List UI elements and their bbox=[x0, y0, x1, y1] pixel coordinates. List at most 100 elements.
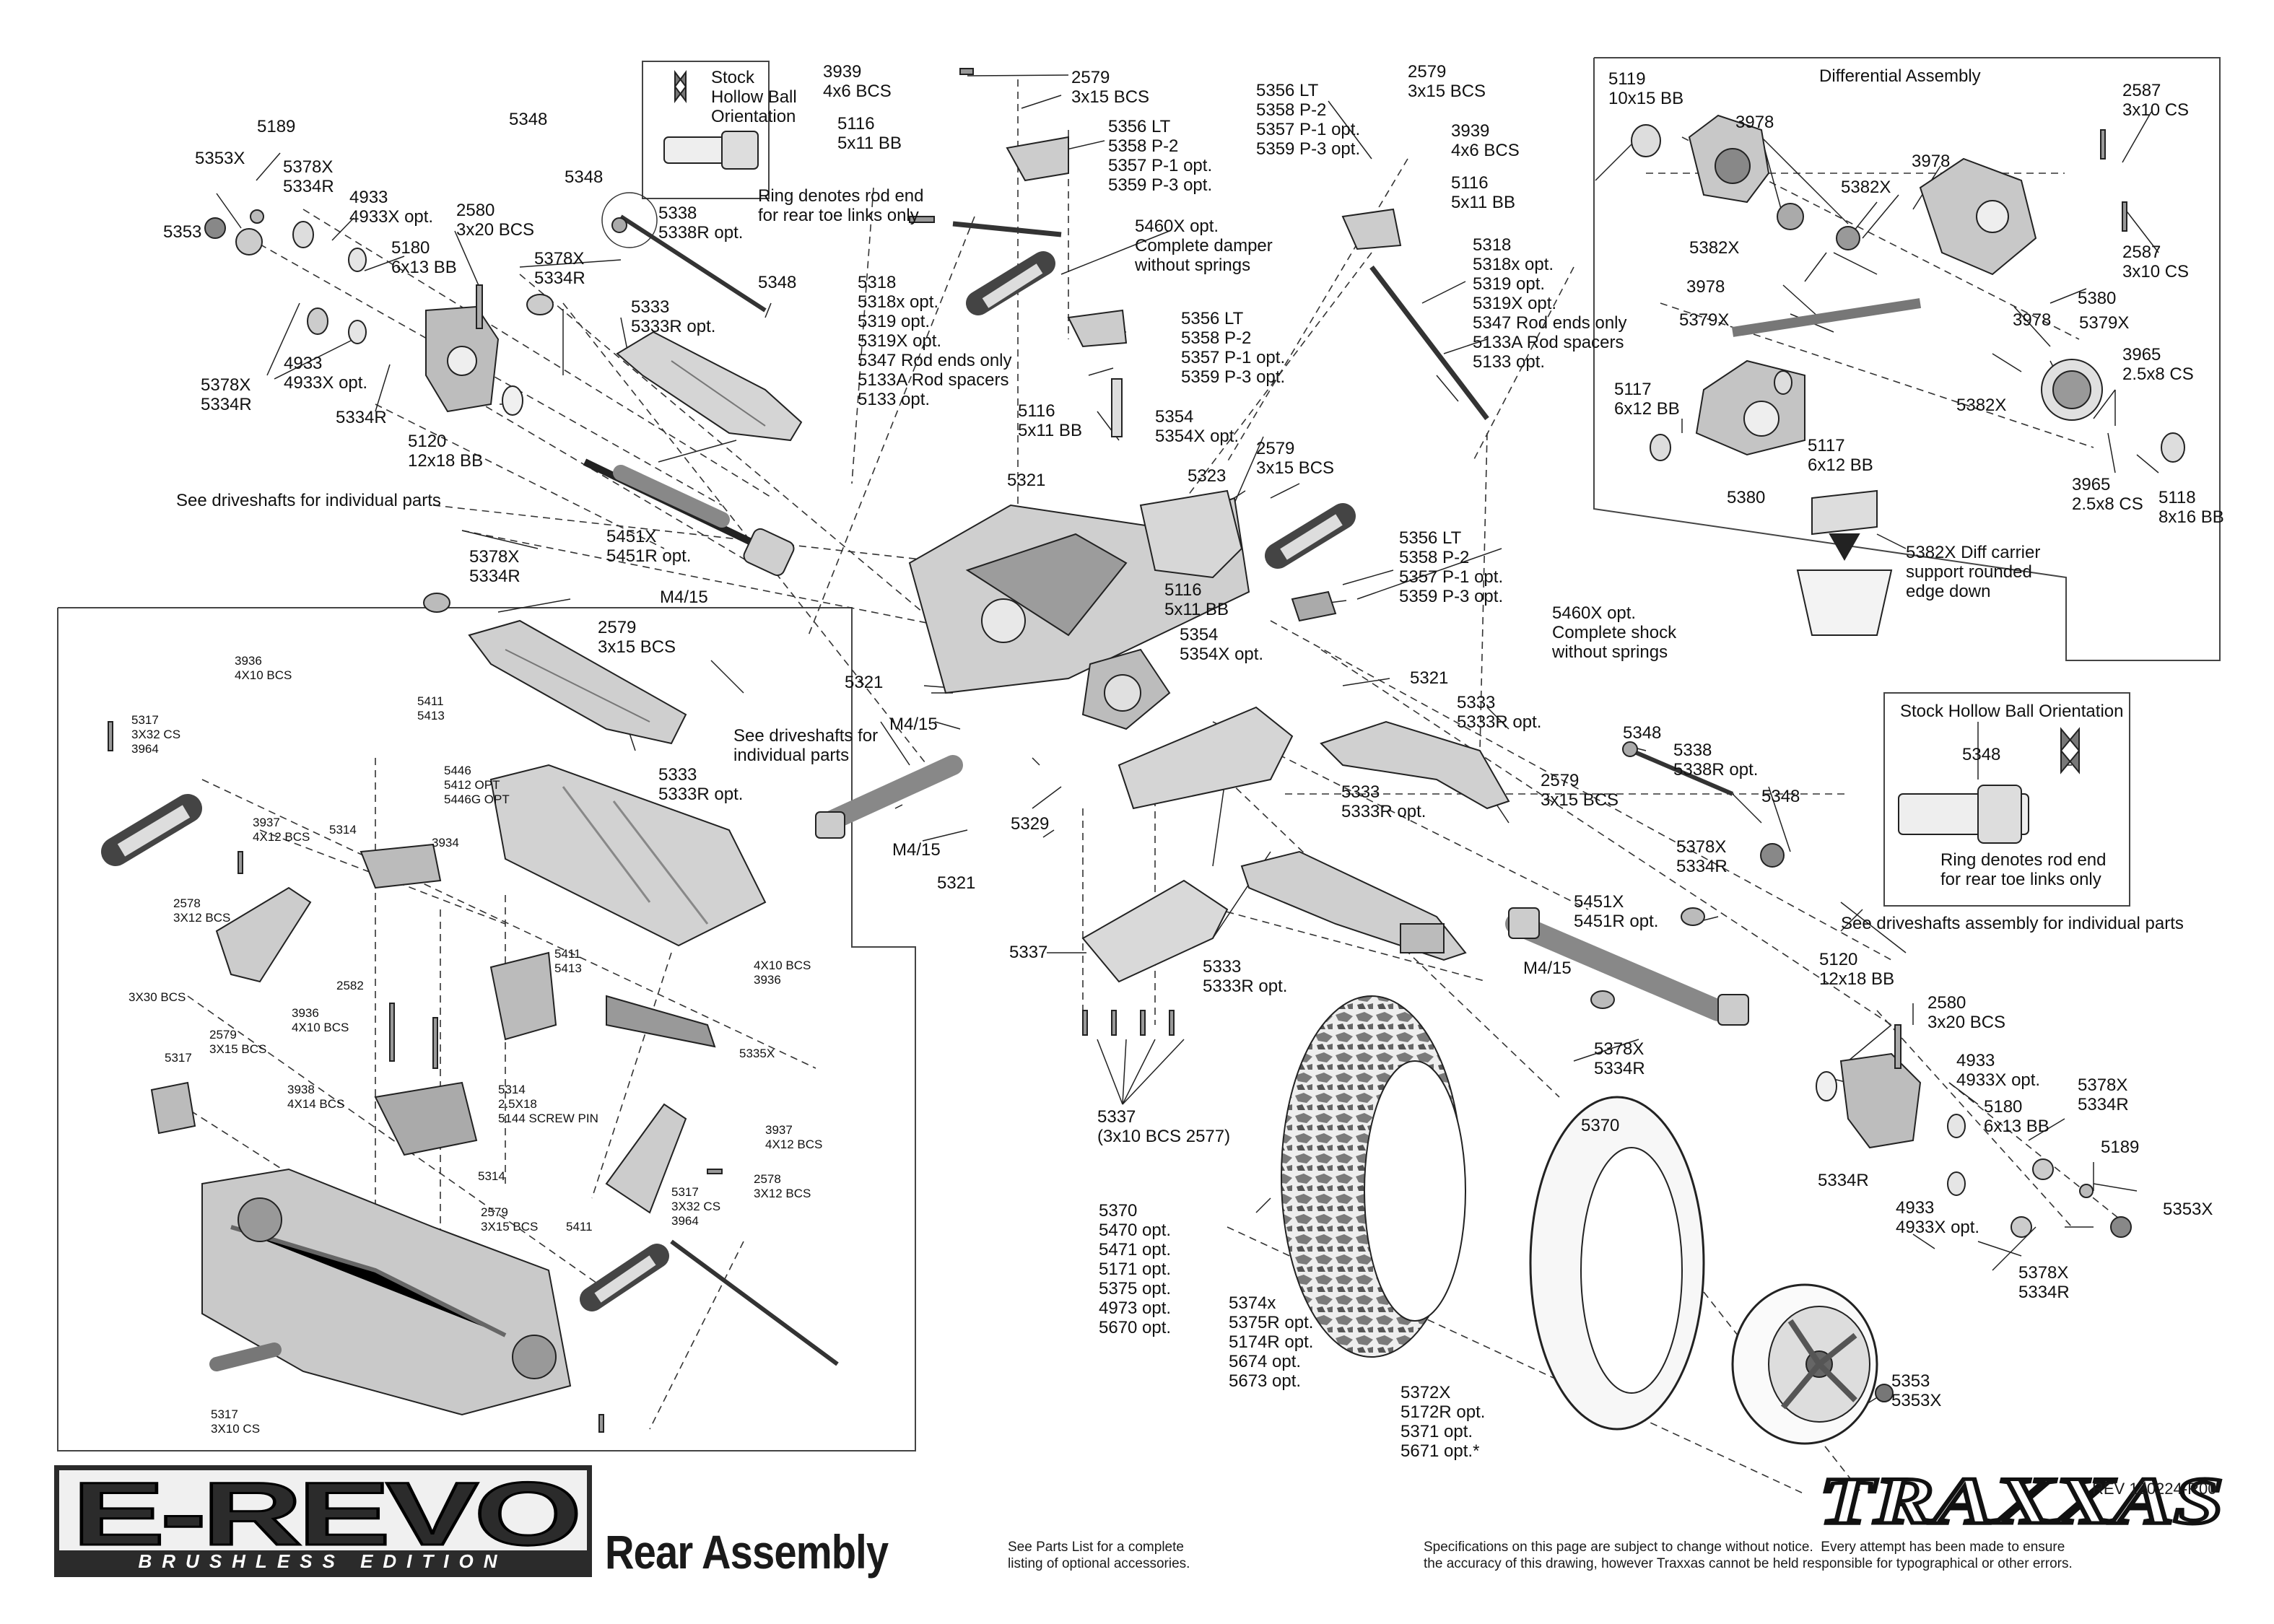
upper-arm-right bbox=[1320, 720, 1510, 810]
hub-5334R bbox=[235, 228, 263, 256]
differential-assembly-box bbox=[1593, 57, 2221, 661]
label: 5372X 5172R opt. 5371 opt. 5671 opt.* bbox=[1400, 1383, 1486, 1461]
label: 5378X 5334R bbox=[469, 547, 520, 586]
label: 5378X 5334R bbox=[2018, 1263, 2070, 1302]
label: 4933 4933X opt. bbox=[284, 354, 368, 393]
label: 5321 bbox=[937, 873, 976, 893]
label: 3939 4x6 BCS bbox=[1451, 121, 1520, 160]
label: M4/15 bbox=[892, 840, 941, 860]
label: 5334R bbox=[1818, 1171, 1869, 1190]
toe-link-right bbox=[1630, 748, 1734, 796]
label: 2587 3x10 CS bbox=[2122, 243, 2190, 281]
ball-leader-circle bbox=[601, 192, 658, 248]
label: 5338 5338R opt. bbox=[658, 204, 744, 243]
label: 5348 bbox=[1761, 787, 1800, 806]
label: 5317 3X32 CS 3964 bbox=[131, 713, 181, 756]
upper-arm-5333 bbox=[616, 331, 803, 442]
cv-joint-5451X bbox=[743, 528, 795, 577]
label: 2579 3x15 BCS bbox=[1408, 62, 1486, 101]
label: 5353 5353X bbox=[1891, 1371, 1942, 1410]
differential-assembly-title: Differential Assembly bbox=[1819, 66, 1981, 86]
label: 5116 5x11 BB bbox=[1018, 401, 1082, 440]
label: 5314 bbox=[329, 823, 357, 837]
shock-tower-5323 bbox=[1139, 489, 1243, 579]
carrier-right bbox=[1839, 1052, 1922, 1149]
rocker-5356b bbox=[1067, 309, 1128, 348]
label: 5411 5413 bbox=[554, 947, 582, 975]
label: 5382X bbox=[1956, 396, 2007, 415]
label: 5354 5354X opt. bbox=[1180, 625, 1264, 664]
label: 3X30 BCS bbox=[128, 990, 186, 1004]
part-illustrations bbox=[101, 68, 2185, 1445]
label: 5378X 5334R bbox=[1594, 1039, 1645, 1078]
bearing-5117b bbox=[1774, 370, 1792, 395]
label: 5318 5318x opt. 5319 opt. 5319X opt. 534… bbox=[858, 273, 1012, 409]
label: 5356 LT 5358 P-2 5357 P-1 opt. 5359 P-3 … bbox=[1108, 117, 1213, 195]
label: 3978 bbox=[1735, 113, 1774, 132]
label: 5411 5413 bbox=[417, 694, 445, 722]
wing-5446 bbox=[489, 764, 767, 947]
clip-right-b bbox=[1590, 990, 1615, 1009]
label: 2579 3x15 BCS bbox=[598, 618, 676, 657]
label: 5378X 5334R bbox=[534, 249, 585, 288]
wing-stay-2578b bbox=[605, 1103, 687, 1214]
label: 5370 bbox=[1581, 1116, 1620, 1135]
label: 2587 3x10 CS bbox=[2122, 81, 2190, 120]
label: 5116 5x11 BB bbox=[1451, 173, 1515, 212]
small-screws bbox=[108, 68, 2127, 1433]
bearing-5117a bbox=[1650, 434, 1671, 461]
camber-link-5318 bbox=[952, 221, 1062, 237]
label: 5180 6x13 BB bbox=[1984, 1097, 2049, 1136]
gear-3978 bbox=[1777, 203, 1804, 230]
diff-shaft-5379X bbox=[1731, 298, 1922, 337]
traxxas-logo: TRAXXAS bbox=[1818, 1462, 2226, 1540]
label: See driveshafts assembly for individual … bbox=[1841, 914, 2184, 933]
clip-5378Xd bbox=[423, 593, 450, 613]
diff-carrier-support bbox=[1811, 489, 1878, 536]
ball-5348 bbox=[1760, 843, 1785, 868]
rocker-right bbox=[1291, 590, 1337, 622]
label: 5451X 5451R opt. bbox=[1574, 892, 1659, 931]
label: 5180 6x13 BB bbox=[391, 238, 457, 277]
label: 5337 bbox=[1009, 943, 1048, 962]
label: 5348 bbox=[565, 167, 604, 187]
label: 2579 3x15 BCS bbox=[1256, 439, 1335, 478]
clip-5378X bbox=[526, 294, 554, 315]
label: 5314 2.5X18 5144 SCREW PIN bbox=[498, 1083, 598, 1125]
label: 5333 5333R opt. bbox=[631, 297, 716, 336]
label: 5189 bbox=[257, 117, 296, 136]
label: 3965 2.5x8 CS bbox=[2122, 345, 2194, 384]
label: 5120 12x18 BB bbox=[408, 432, 484, 471]
label: 5380 bbox=[2078, 289, 2117, 308]
ring-note-small: Ring denotes rod end for rear toe links … bbox=[758, 186, 924, 225]
label: 5382X bbox=[1689, 238, 1740, 258]
bearing-4933b bbox=[348, 320, 367, 344]
label: 5378X 5334R bbox=[283, 157, 334, 196]
parts-list-note: See Parts List for a complete listing of… bbox=[1008, 1540, 1190, 1571]
driveshaft-mid bbox=[816, 755, 963, 833]
label: 3937 4X12 BCS bbox=[765, 1123, 823, 1151]
bearing-5119 bbox=[1631, 124, 1661, 157]
label: 5317 3X10 CS bbox=[211, 1407, 261, 1436]
label: 3938 4X14 BCS bbox=[287, 1083, 345, 1111]
label: 5348 bbox=[509, 110, 548, 129]
label: 5117 6x12 BB bbox=[1808, 436, 1873, 475]
arrow-down bbox=[1829, 533, 1860, 562]
label: 4933 4933X opt. bbox=[349, 188, 434, 227]
cup-5382X bbox=[1796, 569, 1893, 636]
skid-plate-5337 bbox=[1081, 879, 1229, 983]
page-title: Rear Assembly bbox=[605, 1525, 889, 1579]
label: 5353X bbox=[195, 149, 245, 168]
label: 5451X 5451R opt. bbox=[606, 527, 692, 566]
label: 5335X bbox=[739, 1047, 775, 1060]
label: 5329 bbox=[1011, 814, 1050, 834]
label: M4/15 bbox=[1523, 959, 1572, 978]
label: 3939 4x6 BCS bbox=[823, 62, 892, 101]
label: 5411 bbox=[566, 1220, 593, 1234]
label: 5348 bbox=[1962, 745, 2001, 764]
label: 5333 5333R opt. bbox=[658, 765, 744, 804]
wing-strut-5411 bbox=[489, 951, 557, 1041]
label: 5338 5338R opt. bbox=[1673, 741, 1759, 780]
label: 5382X bbox=[1841, 178, 1891, 197]
bracket-5314c bbox=[374, 1081, 478, 1156]
